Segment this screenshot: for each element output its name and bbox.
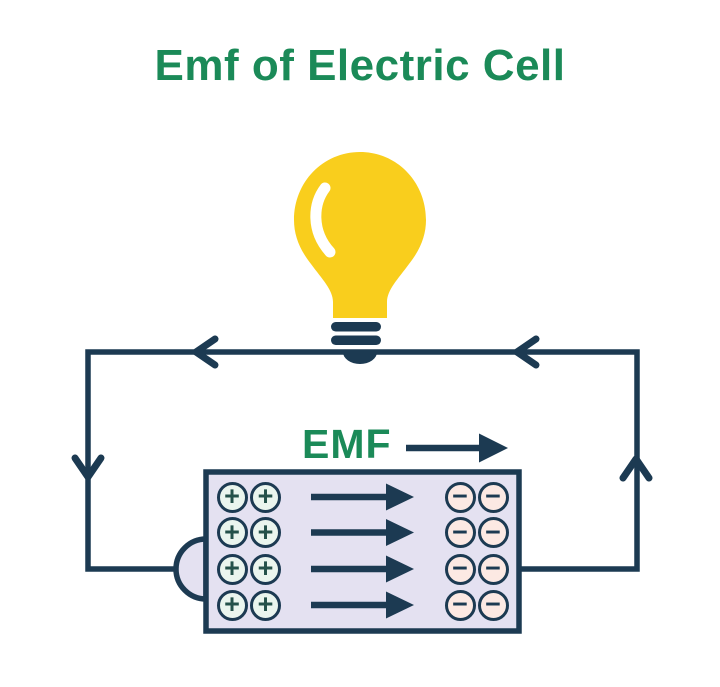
positive-charge-symbol: + xyxy=(224,481,240,511)
positive-charge-symbol: + xyxy=(257,553,274,583)
negative-charge-symbol: − xyxy=(452,481,468,511)
positive-charge: + xyxy=(216,516,248,548)
negative-charge-symbol: − xyxy=(452,553,468,583)
field-arrow-row-4 xyxy=(311,591,414,619)
negative-charge: − xyxy=(477,481,509,513)
field-arrow-head xyxy=(386,555,414,583)
positive-charge-symbol: + xyxy=(257,481,274,511)
current-arrow-right-up-icon xyxy=(619,455,653,482)
field-arrow-row-1 xyxy=(311,483,414,511)
positive-charge-symbol: + xyxy=(224,516,240,547)
negative-charge: − xyxy=(444,516,476,548)
negative-charge: − xyxy=(444,589,476,621)
positive-charge: + xyxy=(250,517,281,548)
emf-label: EMF xyxy=(302,421,392,467)
positive-charge: + xyxy=(250,481,281,513)
cell-terminal-bump xyxy=(173,536,209,602)
positive-charge: + xyxy=(216,481,248,513)
field-arrow-head xyxy=(386,519,414,546)
negative-charge-symbol: − xyxy=(452,516,468,547)
negative-charge: − xyxy=(444,481,476,513)
positive-charge-symbol: + xyxy=(257,516,274,547)
positive-charge: + xyxy=(216,553,248,585)
bulb-base-bar-2 xyxy=(331,335,381,345)
page-title: Emf of Electric Cell xyxy=(154,41,566,90)
negative-charge-symbol: − xyxy=(485,516,501,547)
positive-charge-symbol: + xyxy=(257,589,274,619)
positive-charge: + xyxy=(250,589,281,621)
current-arrow-top-left-icon xyxy=(192,335,219,369)
negative-charge-symbol: − xyxy=(485,589,501,619)
positive-charge: + xyxy=(216,589,248,621)
positive-charge-symbol: + xyxy=(224,553,240,583)
bulb-base-bar-1 xyxy=(331,322,381,332)
negative-charge: − xyxy=(477,516,509,548)
field-arrow-head xyxy=(386,591,414,619)
bulb-highlight xyxy=(310,182,336,258)
negative-charge-symbol: − xyxy=(452,589,468,619)
field-arrow-row-2 xyxy=(311,519,414,546)
emf-direction-arrow xyxy=(406,433,508,463)
bulb-base-tip xyxy=(343,350,377,364)
field-arrow-head xyxy=(386,483,414,511)
negative-charge: − xyxy=(477,553,509,585)
current-arrow-left-down-icon xyxy=(71,454,105,481)
negative-charge: − xyxy=(444,553,476,585)
emf-arrow-head xyxy=(479,433,508,463)
positive-charge: + xyxy=(250,553,281,585)
current-arrow-top-right-icon xyxy=(513,335,540,369)
positive-charge-symbol: + xyxy=(224,589,240,619)
negative-charge-symbol: − xyxy=(485,553,501,583)
field-arrow-row-3 xyxy=(311,555,414,583)
negative-charge: − xyxy=(477,589,509,621)
negative-charge-symbol: − xyxy=(485,481,501,511)
light-bulb-icon xyxy=(294,152,426,364)
